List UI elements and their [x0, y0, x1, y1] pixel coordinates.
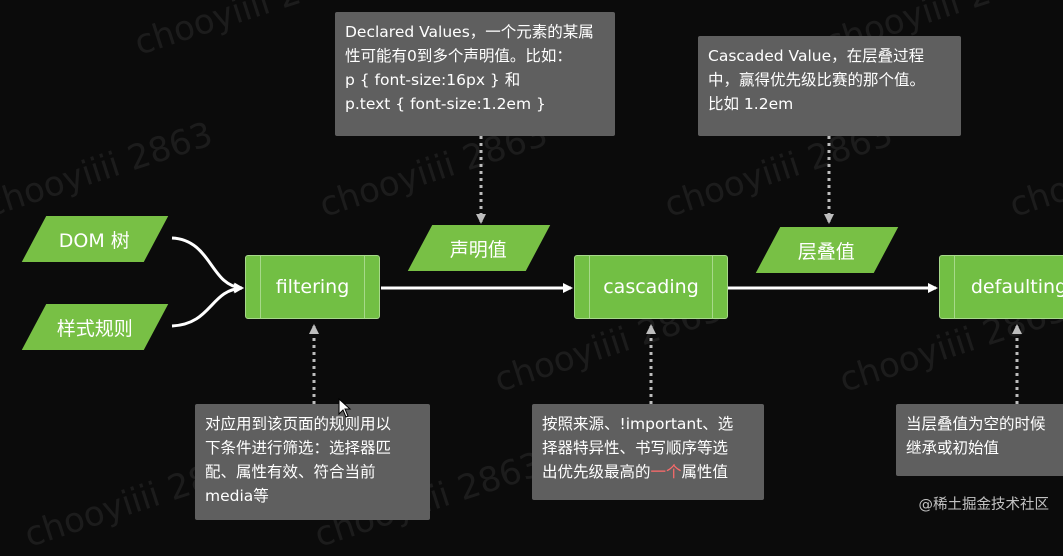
output-cascaded-value-label: 层叠值 [798, 240, 856, 263]
note-line: p { font-size:16px } 和 [345, 71, 521, 89]
note-line: 出优先级最高的一个属性值 [542, 460, 754, 484]
note-cascaded-value: Cascaded Value，在层叠过程 中，赢得优先级比赛的那个值。 比如 1… [698, 36, 961, 136]
source-credit: @稀土掘金技术社区 [918, 497, 1050, 513]
note-line: Cascaded Value，在层叠过程 [708, 47, 925, 65]
output-declared-values-label: 声明值 [450, 238, 508, 261]
connector-lines [171, 136, 1022, 404]
note-text: 属性值 [681, 463, 729, 481]
note-line: p.text { font-size:1.2em } [345, 95, 546, 113]
stage-filtering: filtering [245, 255, 380, 319]
input-dom-tree: DOM 树 [21, 216, 169, 262]
note-line: 对应用到该页面的规则用以 [205, 415, 392, 433]
output-cascaded-value: 层叠值 [755, 227, 899, 273]
note-filtering: 对应用到该页面的规则用以 下条件进行筛选：选择器匹 配、属性有效、符合当前 me… [195, 404, 430, 520]
note-line: 配、属性有效、符合当前 [205, 463, 376, 481]
stage-defaulting-label: defaulting [970, 276, 1063, 298]
note-line: Declared Values，一个元素的某属 [345, 23, 594, 41]
note-line: 比如 1.2em [708, 95, 794, 113]
stage-filtering-label: filtering [275, 276, 350, 298]
note-cascading: 按照来源、!important、选 择器特异性、书写顺序等选 出优先级最高的一个… [532, 404, 764, 500]
note-line: 继承或初始值 [906, 439, 1000, 457]
output-declared-values: 声明值 [407, 225, 551, 271]
input-style-rules-label: 样式规则 [56, 317, 133, 340]
stage-cascading: cascading [574, 255, 728, 319]
note-defaulting: 当层叠值为空的时候 继承或初始值 [896, 404, 1063, 476]
note-text: 出优先级最高的 [542, 463, 651, 481]
note-line: 择器特异性、书写顺序等选 [542, 439, 729, 457]
note-line: 性可能有0到多个声明值。比如： [345, 47, 572, 65]
mouse-cursor-icon [338, 398, 352, 418]
stage-defaulting: defaulting [939, 255, 1063, 319]
note-line: 当层叠值为空的时候 [906, 415, 1046, 433]
note-line: 按照来源、!important、选 [542, 415, 734, 433]
note-line: 中，赢得优先级比赛的那个值。 [708, 71, 926, 89]
input-style-rules: 样式规则 [21, 304, 169, 350]
note-declared-values: Declared Values，一个元素的某属 性可能有0到多个声明值。比如： … [335, 12, 615, 136]
stage-cascading-label: cascading [603, 276, 699, 298]
input-dom-tree-label: DOM 树 [59, 229, 131, 252]
merge-curve-dom [171, 236, 244, 293]
highlight-text: 一个 [650, 463, 682, 481]
merge-curve-styles [171, 283, 244, 328]
note-line: 下条件进行筛选：选择器匹 [205, 439, 392, 457]
note-line: media等 [205, 487, 269, 505]
